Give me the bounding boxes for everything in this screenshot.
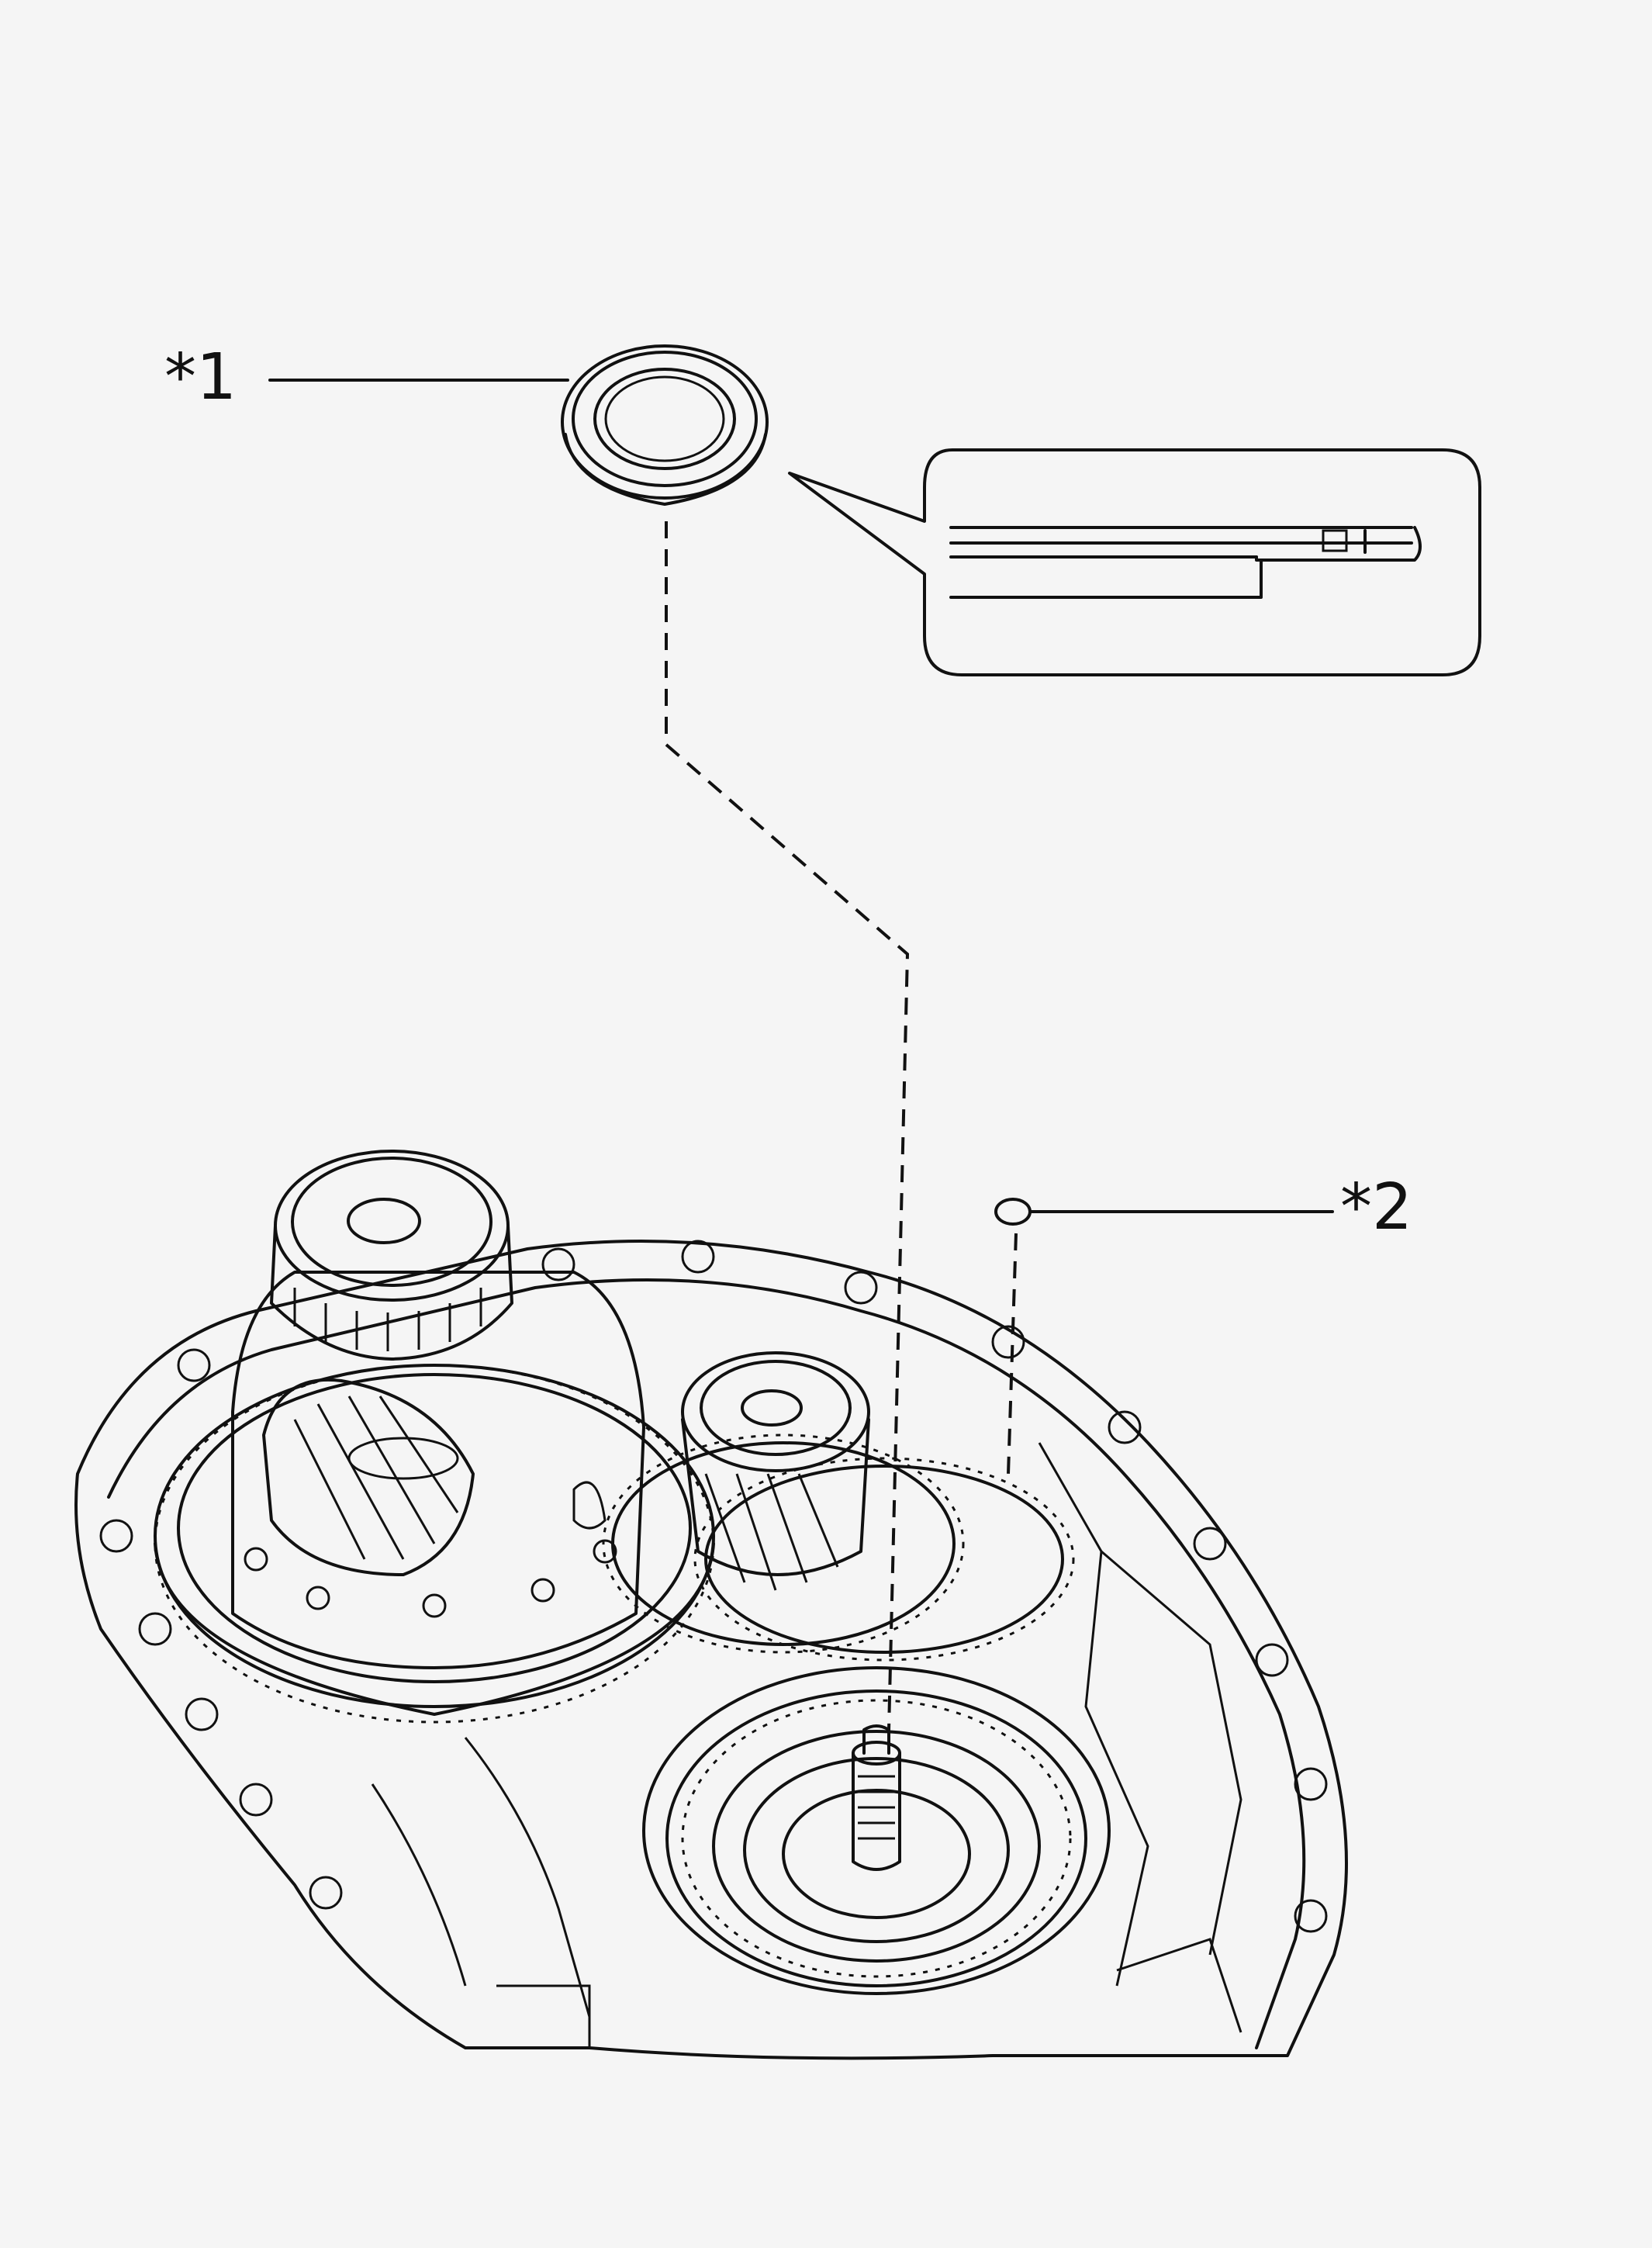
installation-path-1 — [665, 521, 910, 1731]
bearing-outer-race-icon — [561, 344, 769, 506]
counter-gear-icon — [602, 1351, 965, 1654]
output-gear-icon — [642, 1457, 1111, 1995]
seal-section-detail-icon — [788, 448, 1481, 676]
callout-label-2: *2 — [1340, 1171, 1413, 1244]
installation-path-2 — [1007, 1233, 1018, 1475]
transaxle-case-icon — [74, 1240, 1348, 2060]
differential-gear-icon — [154, 1150, 715, 1724]
o-ring-icon — [994, 1198, 1032, 1226]
callout-label-1: *1 — [164, 341, 237, 414]
